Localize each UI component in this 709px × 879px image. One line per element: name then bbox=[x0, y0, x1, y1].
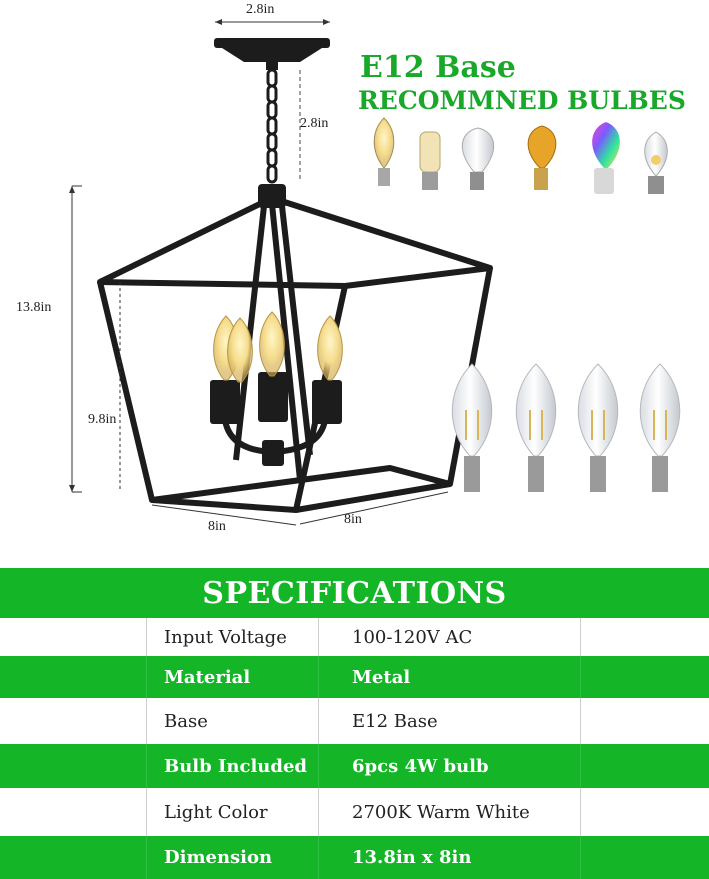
bulb-option-mini-candle bbox=[644, 131, 668, 194]
included-bulb-2 bbox=[515, 363, 557, 492]
top-width-label: 2.8in bbox=[246, 2, 275, 17]
table-row: Input Voltage 100-120V AC bbox=[0, 618, 709, 656]
ceiling-canopy bbox=[214, 38, 330, 70]
included-bulb-1 bbox=[451, 363, 493, 492]
spec-label: Bulb Included bbox=[164, 755, 308, 777]
spec-label: Base bbox=[164, 710, 208, 732]
bulb-option-corn-led bbox=[419, 131, 441, 190]
table-row: Base E12 Base bbox=[0, 698, 709, 744]
spec-value: 6pcs 4W bulb bbox=[352, 755, 489, 777]
chain bbox=[266, 68, 278, 184]
fixture-bulbs bbox=[213, 311, 343, 383]
recommended-base-heading: E12 Base bbox=[360, 50, 516, 85]
chain-length-label: 2.8in bbox=[300, 116, 329, 131]
base-width-front-label: 8in bbox=[208, 519, 226, 534]
included-bulb-3 bbox=[577, 363, 619, 492]
candle-holder-arms bbox=[210, 372, 342, 466]
bulb-option-frosted-candle bbox=[461, 127, 495, 190]
lantern-cage bbox=[97, 195, 493, 513]
table-row: Dimension 13.8in x 8in bbox=[0, 836, 709, 879]
height-dimension-lines bbox=[69, 185, 121, 493]
table-row: Bulb Included 6pcs 4W bulb bbox=[0, 744, 709, 788]
spec-value: Metal bbox=[352, 666, 411, 688]
base-width-side-label: 8in bbox=[344, 512, 362, 527]
bulb-option-amber-vintage bbox=[527, 125, 557, 190]
spec-value: 13.8in x 8in bbox=[352, 847, 472, 868]
recommended-bulb-options bbox=[373, 117, 668, 194]
included-bulbs bbox=[451, 363, 681, 492]
spec-label: Light Color bbox=[164, 801, 268, 823]
spec-label: Input Voltage bbox=[164, 626, 287, 648]
product-illustration-area: 2.8in 2.8in 13.8in 9.8in 8in 8in E12 Bas… bbox=[16, 2, 686, 534]
specifications-title: SPECIFICATIONS bbox=[202, 575, 507, 611]
base-dimension-lines bbox=[151, 491, 449, 526]
top-width-dimension bbox=[215, 19, 330, 25]
specifications-header: SPECIFICATIONS bbox=[0, 568, 709, 618]
spec-value: E12 Base bbox=[352, 710, 438, 732]
spec-label: Dimension bbox=[164, 847, 273, 868]
total-height-label: 13.8in bbox=[16, 300, 52, 315]
table-row: Light Color 2700K Warm White bbox=[0, 788, 709, 836]
specifications-table: SPECIFICATIONS Input Voltage 100-120V AC… bbox=[0, 560, 709, 879]
spec-value: 100-120V AC bbox=[352, 626, 473, 648]
cage-height-label: 9.8in bbox=[88, 412, 117, 427]
pendant-light-illustration bbox=[69, 19, 681, 526]
recommended-bulbs-heading: RECOMMNED BULBES bbox=[358, 86, 686, 115]
table-row: Material Metal bbox=[0, 656, 709, 698]
included-bulb-4 bbox=[639, 363, 681, 492]
bulb-option-candle-filament bbox=[373, 117, 395, 186]
bulb-option-rgb-smart bbox=[592, 122, 620, 194]
spec-label: Material bbox=[164, 666, 251, 688]
spec-value: 2700K Warm White bbox=[352, 801, 530, 823]
